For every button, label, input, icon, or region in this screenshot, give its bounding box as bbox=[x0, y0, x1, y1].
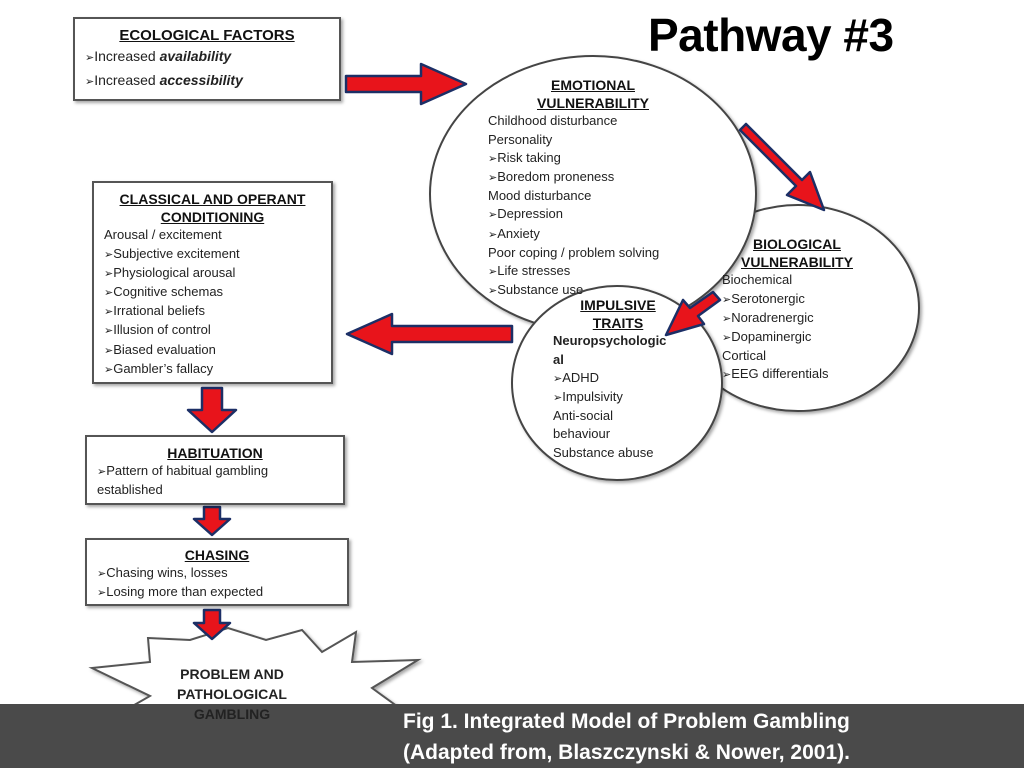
list-line: Anti-social bbox=[553, 408, 613, 424]
conditioning-heading: CLASSICAL AND OPERANT CONDITIONING bbox=[119, 191, 306, 226]
list-line: Biased evaluation bbox=[104, 341, 321, 360]
list-line: behaviour bbox=[553, 426, 611, 442]
list-line: Dopaminergic bbox=[722, 328, 892, 347]
biological-list: BiochemicalSerotonergicNoradrenergicDopa… bbox=[722, 271, 892, 384]
impulsive-list: ADHDImpulsivityAnti-social behaviourSubst… bbox=[553, 369, 693, 462]
list-line: Irrational beliefs bbox=[104, 302, 321, 321]
ecological-factors-box: ECOLOGICAL FACTORS Increased availabilit… bbox=[73, 17, 341, 101]
list-line: Poor coping / problem solving bbox=[488, 244, 660, 260]
conditioning-box: CLASSICAL AND OPERANT CONDITIONING Arous… bbox=[92, 181, 333, 384]
list-line: Childhood disturbance bbox=[488, 113, 618, 129]
biological-heading: BIOLOGICAL VULNERABILITY bbox=[741, 236, 853, 271]
list-line: Anxiety bbox=[488, 225, 698, 244]
ecological-heading: ECOLOGICAL FACTORS bbox=[119, 27, 295, 44]
list-line: Illusion of control bbox=[104, 321, 321, 340]
chasing-item: Chasing wins, losses bbox=[97, 564, 337, 583]
list-line: Life stresses bbox=[488, 262, 698, 281]
arrow-emotional-to-biological bbox=[738, 122, 826, 212]
arrow-habituation-to-chasing bbox=[192, 505, 232, 537]
list-line: EEG differentials bbox=[722, 365, 892, 384]
page-title: Pathway #3 bbox=[648, 9, 894, 61]
habituation-heading: HABITUATION bbox=[167, 445, 263, 461]
chasing-box: CHASING Chasing wins, losses Losing more… bbox=[85, 538, 349, 606]
chasing-item: Losing more than expected bbox=[97, 583, 337, 602]
list-line: Subjective excitement bbox=[104, 245, 321, 264]
chasing-heading: CHASING bbox=[184, 547, 250, 563]
list-line: ADHD bbox=[553, 369, 693, 388]
list-line: Personality bbox=[488, 131, 553, 147]
list-line: Gambler’s fallacy bbox=[104, 360, 321, 379]
list-line: Impulsivity bbox=[553, 388, 693, 407]
habituation-item-cont: established bbox=[97, 482, 163, 498]
outcome-label: PROBLEM AND PATHOLOGICAL GAMBLING bbox=[177, 666, 287, 722]
impulsive-heading: IMPULSIVE TRAITS bbox=[580, 297, 656, 332]
conditioning-list: Arousal / excitementSubjective excitemen… bbox=[104, 226, 321, 379]
list-line: Depression bbox=[488, 205, 698, 224]
list-line: Substance use bbox=[488, 281, 698, 300]
emotional-vulnerability: EMOTIONAL VULNERABILITY Childhood distur… bbox=[488, 76, 698, 300]
arrow-biological-to-impulsive bbox=[664, 290, 722, 337]
emotional-heading: EMOTIONAL VULNERABILITY bbox=[537, 77, 649, 112]
caption-bar bbox=[0, 704, 1024, 768]
list-line: Substance abuse bbox=[553, 444, 654, 460]
list-line: Mood disturbance bbox=[488, 188, 592, 204]
list-line: Serotonergic bbox=[722, 290, 892, 309]
list-line: Cortical bbox=[722, 348, 767, 364]
impulsive-traits: IMPULSIVE TRAITS Neuropsychologic al ADH… bbox=[553, 296, 693, 462]
impulsive-subheading: Neuropsychologic al bbox=[553, 333, 667, 367]
habituation-item: Pattern of habitual gambling bbox=[97, 462, 333, 481]
arrow-ecological-to-emotional bbox=[344, 62, 468, 106]
biological-vulnerability: BIOLOGICAL VULNERABILITY BiochemicalSero… bbox=[722, 235, 892, 385]
ecological-item: Increased accessibility bbox=[85, 69, 329, 93]
arrow-impulsive-to-conditioning bbox=[345, 312, 514, 356]
habituation-box: HABITUATION Pattern of habitual gambling… bbox=[85, 435, 345, 505]
list-line: Biochemical bbox=[722, 272, 793, 288]
list-line: Noradrenergic bbox=[722, 309, 892, 328]
figure-caption: Fig 1. Integrated Model of Problem Gambl… bbox=[403, 710, 850, 764]
list-line: Boredom proneness bbox=[488, 168, 698, 187]
arrow-conditioning-to-habituation bbox=[186, 386, 238, 434]
emotional-list: Childhood disturbancePersonalityRisk tak… bbox=[488, 112, 698, 300]
list-line: Cognitive schemas bbox=[104, 283, 321, 302]
list-line: Arousal / excitement bbox=[104, 227, 222, 243]
list-line: Risk taking bbox=[488, 149, 698, 168]
ecological-item: Increased availability bbox=[85, 45, 329, 69]
list-line: Physiological arousal bbox=[104, 264, 321, 283]
arrow-chasing-to-outcome bbox=[192, 608, 232, 641]
